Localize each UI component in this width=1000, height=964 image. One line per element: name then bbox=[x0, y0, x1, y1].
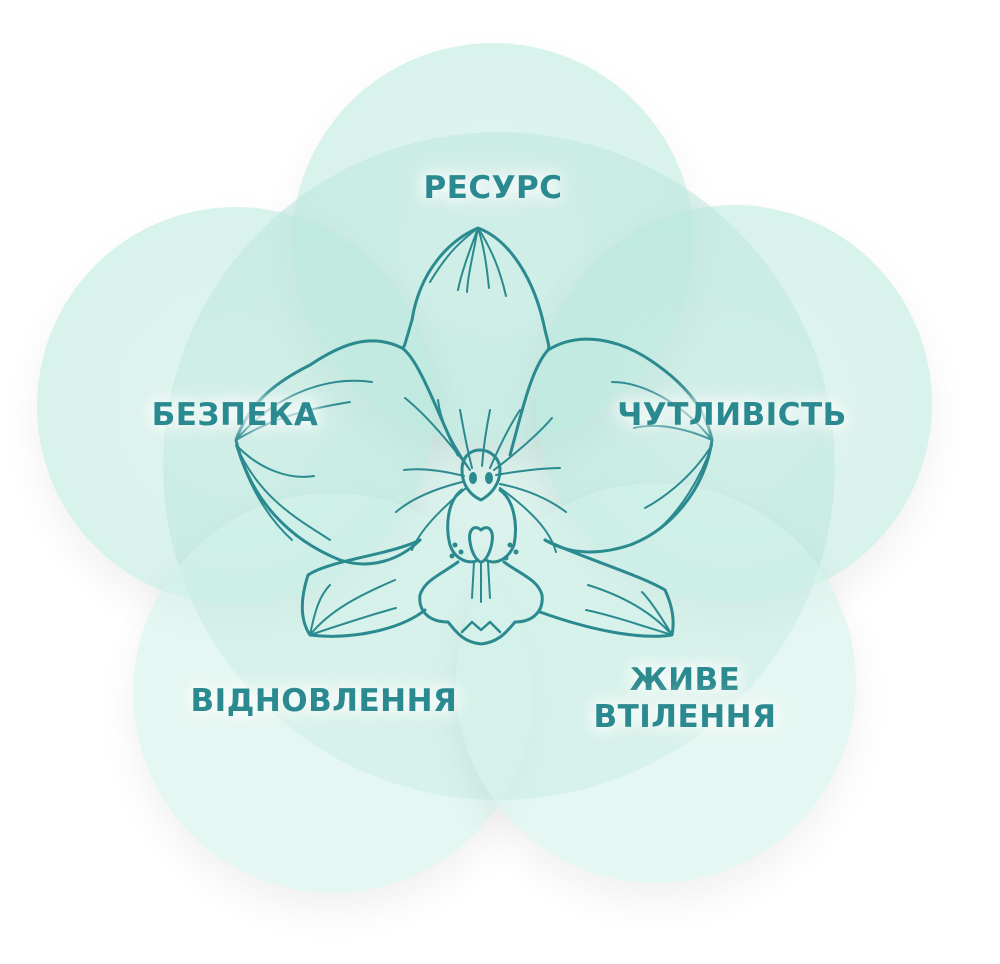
circle-bottom-right bbox=[456, 483, 856, 883]
label-resource: РЕСУРС bbox=[423, 170, 563, 206]
label-safety: БЕЗПЕКА bbox=[151, 397, 319, 433]
label-living-embodiment: ЖИВЕ ВТІЛЕННЯ bbox=[593, 662, 777, 736]
label-recovery: ВІДНОВЛЕННЯ bbox=[190, 683, 458, 719]
label-sensitivity: ЧУТЛИВІСТЬ bbox=[617, 397, 847, 433]
